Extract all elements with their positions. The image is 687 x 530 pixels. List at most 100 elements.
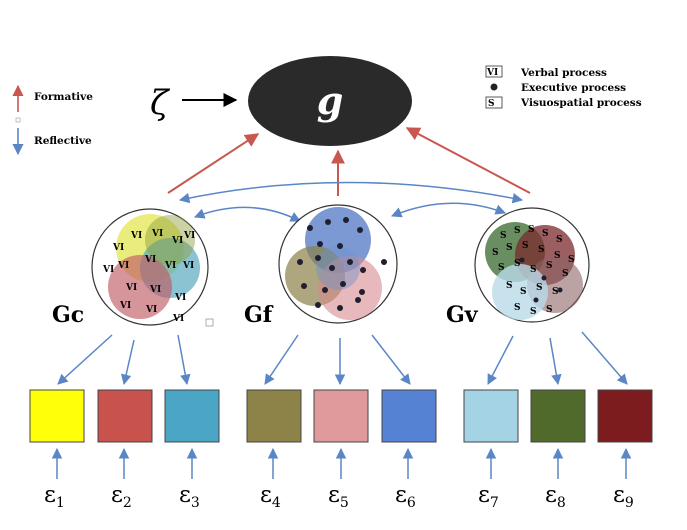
- gc-marker-icon: [205, 318, 214, 327]
- gv-label: Gv: [446, 302, 479, 328]
- svg-text:S: S: [522, 241, 529, 251]
- formative-arrows: [167, 127, 531, 196]
- formative-arrow-gv: [405, 127, 531, 194]
- visuospatial-symbol: S: [488, 99, 495, 109]
- svg-text:S: S: [554, 251, 561, 261]
- svg-text:S: S: [538, 245, 545, 255]
- legend-verbal-label: Verbal process: [520, 67, 607, 79]
- formative-arrow-gc: [167, 133, 260, 194]
- g-factor-label: g: [317, 78, 344, 123]
- legend-visuospatial-label: Visuospatial process: [520, 97, 642, 109]
- indicator-box-6: [381, 389, 437, 443]
- reflective-arrow-7: [487, 335, 514, 385]
- reflective-arrow-4: [264, 334, 299, 385]
- visuospatial-process-icon: [485, 96, 503, 109]
- error-label-4: ε4: [260, 482, 281, 511]
- error-label-9: ε9: [613, 482, 634, 511]
- zeta-symbol: ζ: [150, 83, 171, 123]
- indicator-box-7: [463, 389, 519, 443]
- legend-executive-label: Executive process: [521, 82, 626, 94]
- svg-text:S: S: [506, 243, 513, 253]
- svg-text:S: S: [500, 231, 507, 241]
- error-label-8: ε8: [545, 482, 566, 511]
- reflective-arrow-8: [549, 337, 562, 386]
- svg-text:VI: VI: [172, 314, 184, 324]
- executive-process-icon: [490, 83, 498, 91]
- svg-text:VI: VI: [144, 255, 156, 265]
- gf-label: Gf: [244, 302, 274, 328]
- error-labels: ε1 ε2 ε3 ε4 ε5 ε6 ε7 ε8 ε9: [44, 482, 634, 511]
- svg-text:S: S: [498, 263, 505, 273]
- svg-text:VI: VI: [130, 231, 142, 241]
- verbal-symbol: VI: [486, 68, 498, 78]
- svg-text:VI: VI: [102, 265, 114, 275]
- svg-text:S: S: [506, 281, 513, 291]
- legend-marker-icon: [15, 117, 21, 123]
- indicator-boxes: [29, 389, 653, 443]
- reflective-arrow-3: [177, 334, 191, 386]
- correlation-gc-gv: [178, 181, 524, 204]
- gf-factor-circle: Gf: [244, 204, 398, 328]
- error-label-2: ε2: [111, 482, 132, 511]
- svg-text:S: S: [562, 269, 569, 279]
- svg-text:S: S: [514, 259, 521, 269]
- svg-text:VI: VI: [151, 229, 163, 239]
- svg-text:S: S: [546, 305, 553, 315]
- svg-text:S: S: [552, 287, 559, 297]
- indicator-box-8: [530, 389, 586, 443]
- error-label-5: ε5: [328, 482, 349, 511]
- svg-text:VI: VI: [149, 285, 161, 295]
- gc-label: Gc: [52, 302, 84, 328]
- svg-text:S: S: [514, 303, 521, 313]
- reflective-arrows: [57, 331, 628, 386]
- svg-text:S: S: [556, 235, 563, 245]
- svg-text:S: S: [568, 255, 575, 265]
- indicator-box-1: [29, 389, 85, 443]
- gv-executive-markers: [519, 257, 563, 303]
- error-arrows: [51, 447, 632, 479]
- indicator-box-3: [164, 389, 220, 443]
- g-factor-ellipse: [248, 56, 412, 146]
- svg-text:VI: VI: [112, 243, 124, 253]
- svg-text:S: S: [492, 248, 499, 258]
- indicator-box-2: [97, 389, 153, 443]
- svg-text:VI: VI: [125, 283, 137, 293]
- reflective-arrow-9: [581, 331, 628, 385]
- gf-executive-markers: [297, 217, 387, 311]
- svg-text:S: S: [528, 225, 535, 235]
- indicator-box-5: [313, 389, 369, 443]
- reflective-arrow-6: [371, 334, 411, 385]
- svg-text:VI: VI: [174, 293, 186, 303]
- indicator-box-4: [246, 389, 302, 443]
- svg-text:VI: VI: [183, 231, 195, 241]
- svg-text:S: S: [514, 226, 521, 236]
- legend-processes: VI Verbal process Executive process S Vi…: [485, 65, 642, 109]
- error-label-3: ε3: [179, 482, 200, 511]
- svg-text:S: S: [542, 229, 549, 239]
- svg-text:S: S: [536, 283, 543, 293]
- reflective-arrow-1: [57, 334, 113, 385]
- indicator-box-9: [597, 389, 653, 443]
- reflective-arrow-2: [120, 339, 135, 386]
- svg-text:VI: VI: [182, 261, 194, 271]
- legend-arrows: Formative Reflective: [12, 84, 93, 156]
- svg-text:S: S: [530, 307, 537, 317]
- correlation-curves: [178, 181, 524, 222]
- svg-text:VI: VI: [117, 261, 129, 271]
- legend-reflective-label: Reflective: [34, 135, 92, 147]
- svg-text:VI: VI: [164, 261, 176, 271]
- legend-formative-label: Formative: [34, 91, 93, 103]
- svg-text:VI: VI: [145, 305, 157, 315]
- error-label-6: ε6: [395, 482, 416, 511]
- svg-text:S: S: [546, 261, 553, 271]
- svg-text:VI: VI: [119, 301, 131, 311]
- svg-text:VI: VI: [171, 236, 183, 246]
- svg-text:S: S: [520, 287, 527, 297]
- error-label-7: ε7: [478, 482, 499, 511]
